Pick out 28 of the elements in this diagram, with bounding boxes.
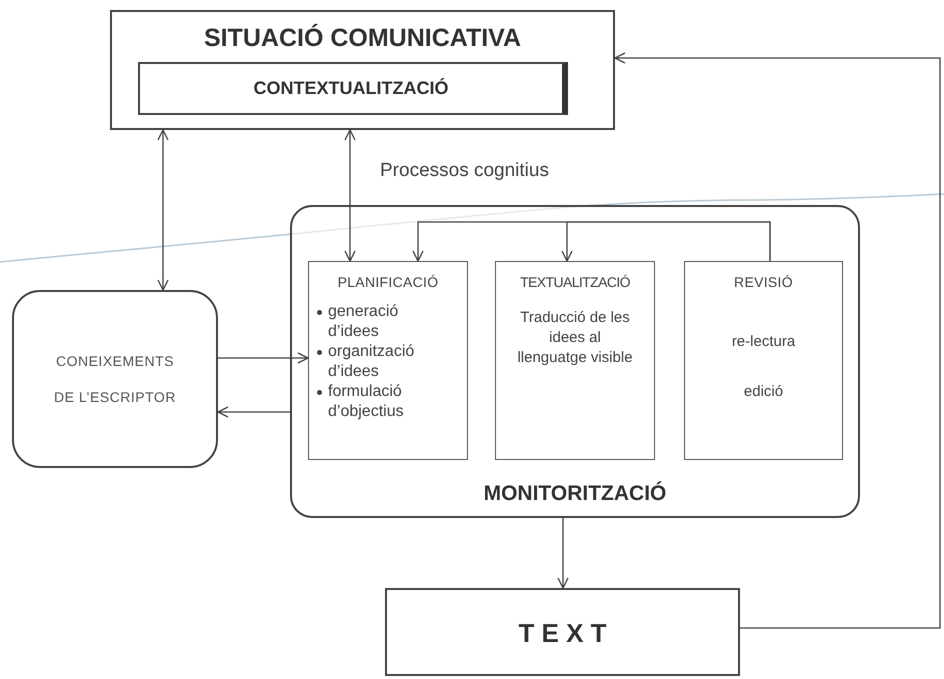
- inner-box: [138, 62, 568, 115]
- box-heading: REVISIÓ: [733, 274, 794, 290]
- process-box: [308, 261, 468, 460]
- box-text: re-lectura: [730, 332, 796, 352]
- bullet-item: formulació d’objectius: [328, 382, 405, 422]
- heading: CONTEXTUALITZACIÓ: [254, 78, 448, 99]
- panel-box: [290, 205, 860, 518]
- section-label: Processos cognitius: [380, 160, 549, 182]
- connector-arrow: [614, 52, 941, 629]
- process-box: [684, 261, 843, 460]
- box-text: Traducció de les idees al llenguatge visible: [516, 308, 634, 368]
- box-heading: PLANIFICACIÓ: [336, 274, 440, 290]
- connector-arrow: [344, 129, 356, 262]
- heading: SITUACIÓ COMUNICATIVA: [204, 24, 522, 53]
- connector-arrow: [157, 129, 169, 291]
- connector-arrow: [218, 352, 309, 364]
- connector-arrow: [557, 518, 569, 589]
- heading: T E X T: [518, 618, 607, 649]
- output-box: [385, 588, 740, 676]
- frame-box: [110, 10, 615, 130]
- box-heading: TEXTUALITZACIÓ: [519, 274, 631, 290]
- rounded-box: [12, 290, 218, 468]
- box-text: edició: [742, 382, 784, 402]
- connector-arrow: [217, 406, 290, 418]
- process-box: [495, 261, 655, 460]
- box-label: CONEIXEMENTS DE L’ESCRIPTOR: [53, 352, 177, 407]
- connector-arrow: [561, 221, 771, 262]
- heading: MONITORITZACIÓ: [484, 482, 666, 506]
